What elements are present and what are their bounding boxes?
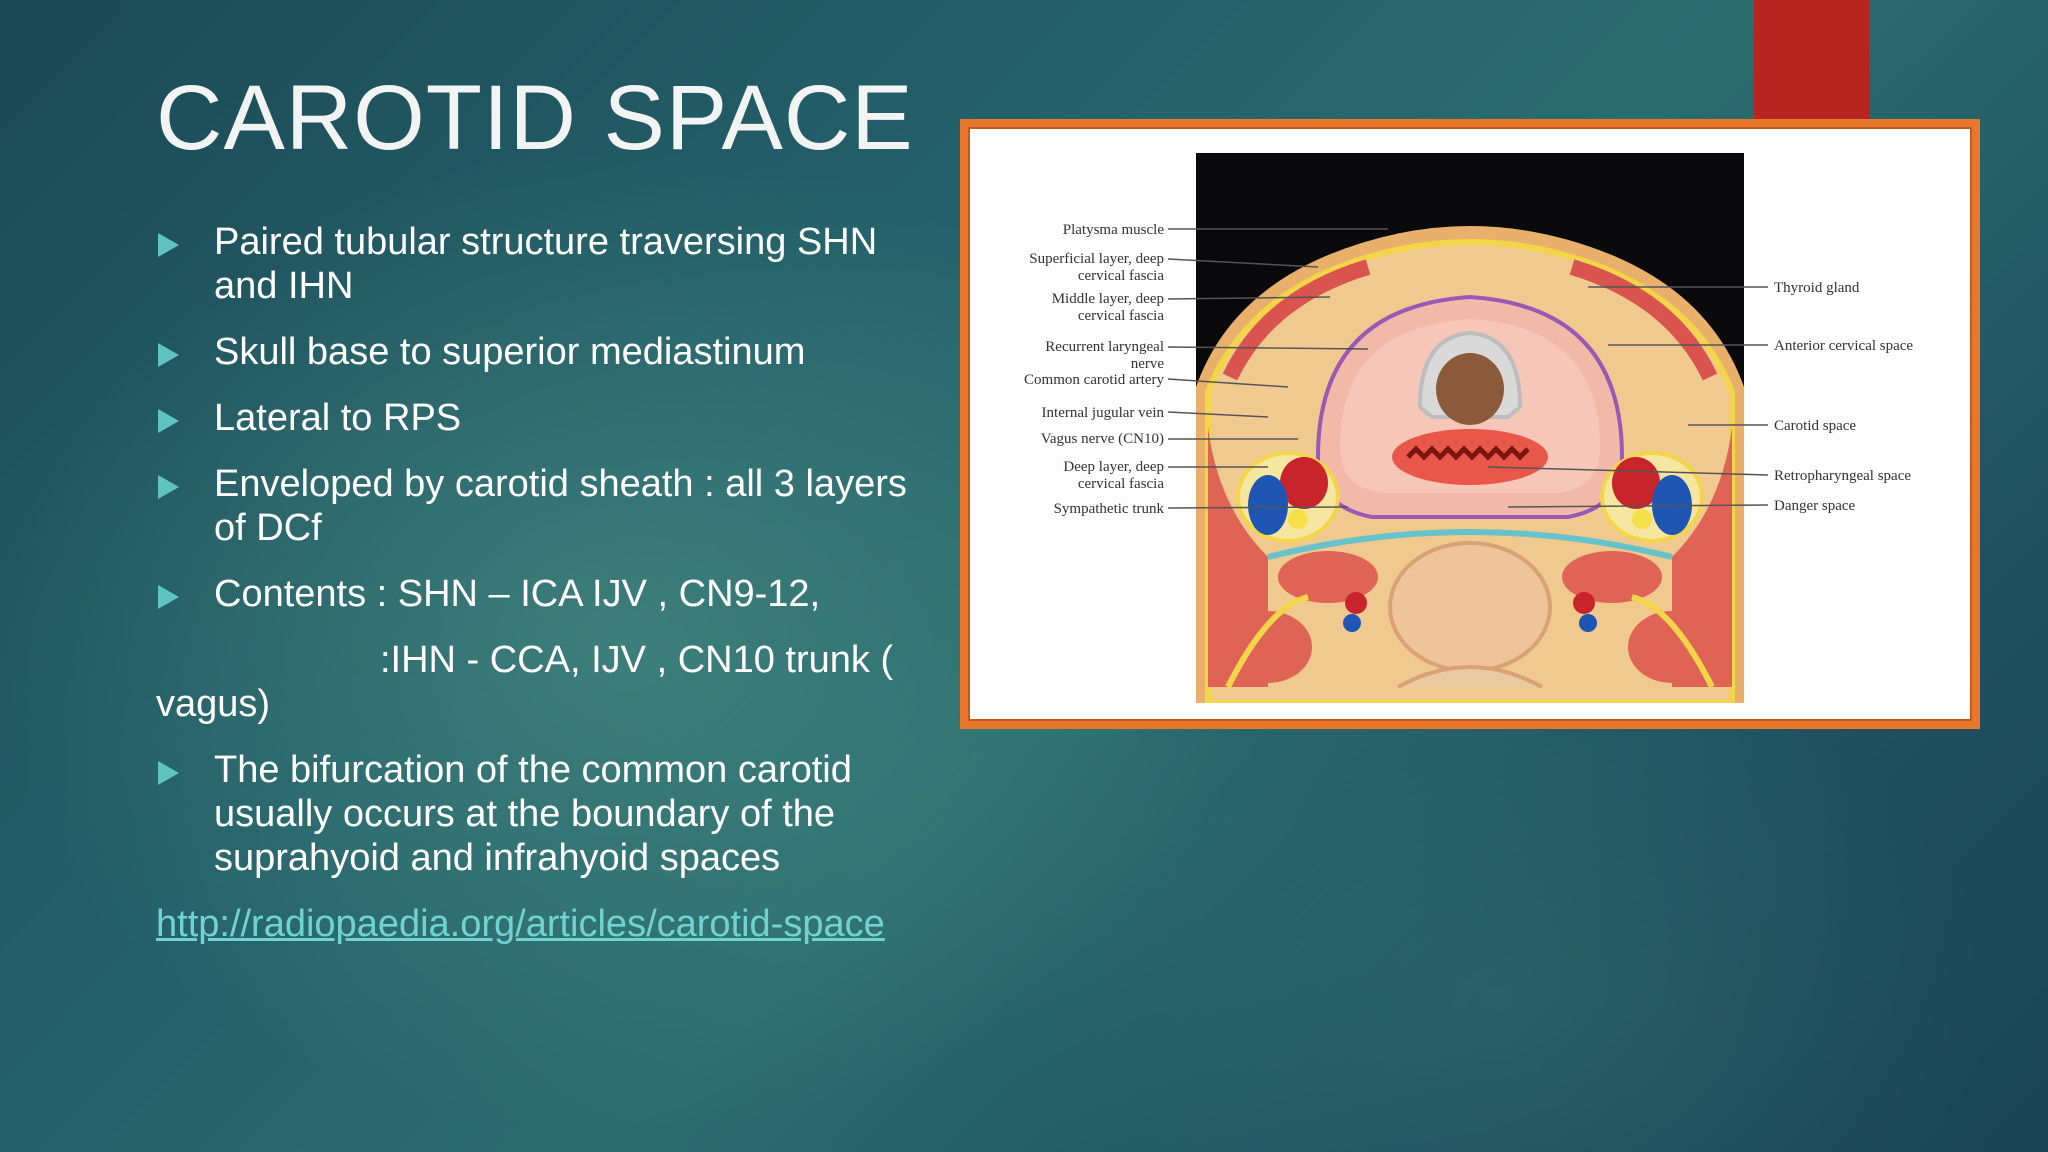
- bullet-text: Contents : SHN – ICA IJV , CN9-12,: [214, 573, 821, 615]
- slide-title: CAROTID SPACE: [156, 67, 914, 169]
- bullet-item: Skull base to superior mediastinum: [156, 330, 946, 374]
- figure-label: Common carotid artery: [1024, 372, 1164, 388]
- figure-label: Recurrent laryngeal: [1045, 339, 1164, 355]
- figure-label: Carotid space: [1774, 418, 1856, 434]
- triangle-bullet-icon: [158, 343, 179, 367]
- figure-label: Middle layer, deep: [1052, 291, 1164, 307]
- figure-label: Platysma muscle: [1063, 222, 1165, 238]
- figure-label: Internal jugular vein: [1042, 405, 1165, 421]
- triangle-bullet-icon: [158, 761, 179, 785]
- bullet-item: Lateral to RPS: [156, 396, 946, 440]
- figure-label: Danger space: [1774, 498, 1856, 514]
- bullet-item: The bifurcation of the common carotid us…: [156, 748, 946, 880]
- figure-label: Anterior cervical space: [1774, 338, 1913, 354]
- bullet-item: Paired tubular structure traversing SHN …: [156, 220, 946, 308]
- bullet-item: Enveloped by carotid sheath : all 3 laye…: [156, 462, 946, 550]
- reference-link-row: http://radiopaedia.org/articles/carotid-…: [156, 902, 946, 946]
- triangle-bullet-icon: [158, 233, 179, 257]
- bullet-text: The bifurcation of the common carotid us…: [214, 749, 852, 879]
- radiopaedia-link[interactable]: http://radiopaedia.org/articles/carotid-…: [156, 903, 885, 945]
- figure-label: Superficial layer, deep: [1029, 251, 1164, 267]
- bullet-text: Paired tubular structure traversing SHN …: [214, 221, 878, 307]
- figure-label: Retropharyngeal space: [1774, 468, 1911, 484]
- accent-bar: [1754, 0, 1869, 124]
- bullet-text: Enveloped by carotid sheath : all 3 laye…: [214, 463, 907, 549]
- figure-label: Sympathetic trunk: [1054, 501, 1165, 517]
- triangle-bullet-icon: [158, 409, 179, 433]
- figure-label: cervical fascia: [1078, 476, 1165, 492]
- bullet-item: Contents : SHN – ICA IJV , CN9-12,: [156, 572, 946, 616]
- figure-label: nerve: [1131, 356, 1165, 372]
- bullet-text: Lateral to RPS: [214, 397, 462, 439]
- figure-label: cervical fascia: [1078, 268, 1165, 284]
- bullet-continuation: :IHN - CCA, IJV , CN10 trunk ( vagus): [156, 638, 946, 726]
- bullet-list: Paired tubular structure traversing SHN …: [156, 220, 946, 946]
- triangle-bullet-icon: [158, 585, 179, 609]
- triangle-bullet-icon: [158, 475, 179, 499]
- figure-label: Thyroid gland: [1774, 280, 1860, 296]
- anatomy-figure: Platysma muscle Superficial layer, deep …: [960, 119, 1980, 729]
- figure-label: cervical fascia: [1078, 308, 1165, 324]
- figure-label: Vagus nerve (CN10): [1041, 431, 1164, 447]
- continuation-text: :IHN - CCA, IJV , CN10 trunk ( vagus): [156, 639, 894, 725]
- neck-cross-section-illustration: Platysma muscle Superficial layer, deep …: [1024, 153, 1913, 703]
- bullet-text: Skull base to superior mediastinum: [214, 331, 806, 373]
- figure-label: Deep layer, deep: [1063, 459, 1164, 475]
